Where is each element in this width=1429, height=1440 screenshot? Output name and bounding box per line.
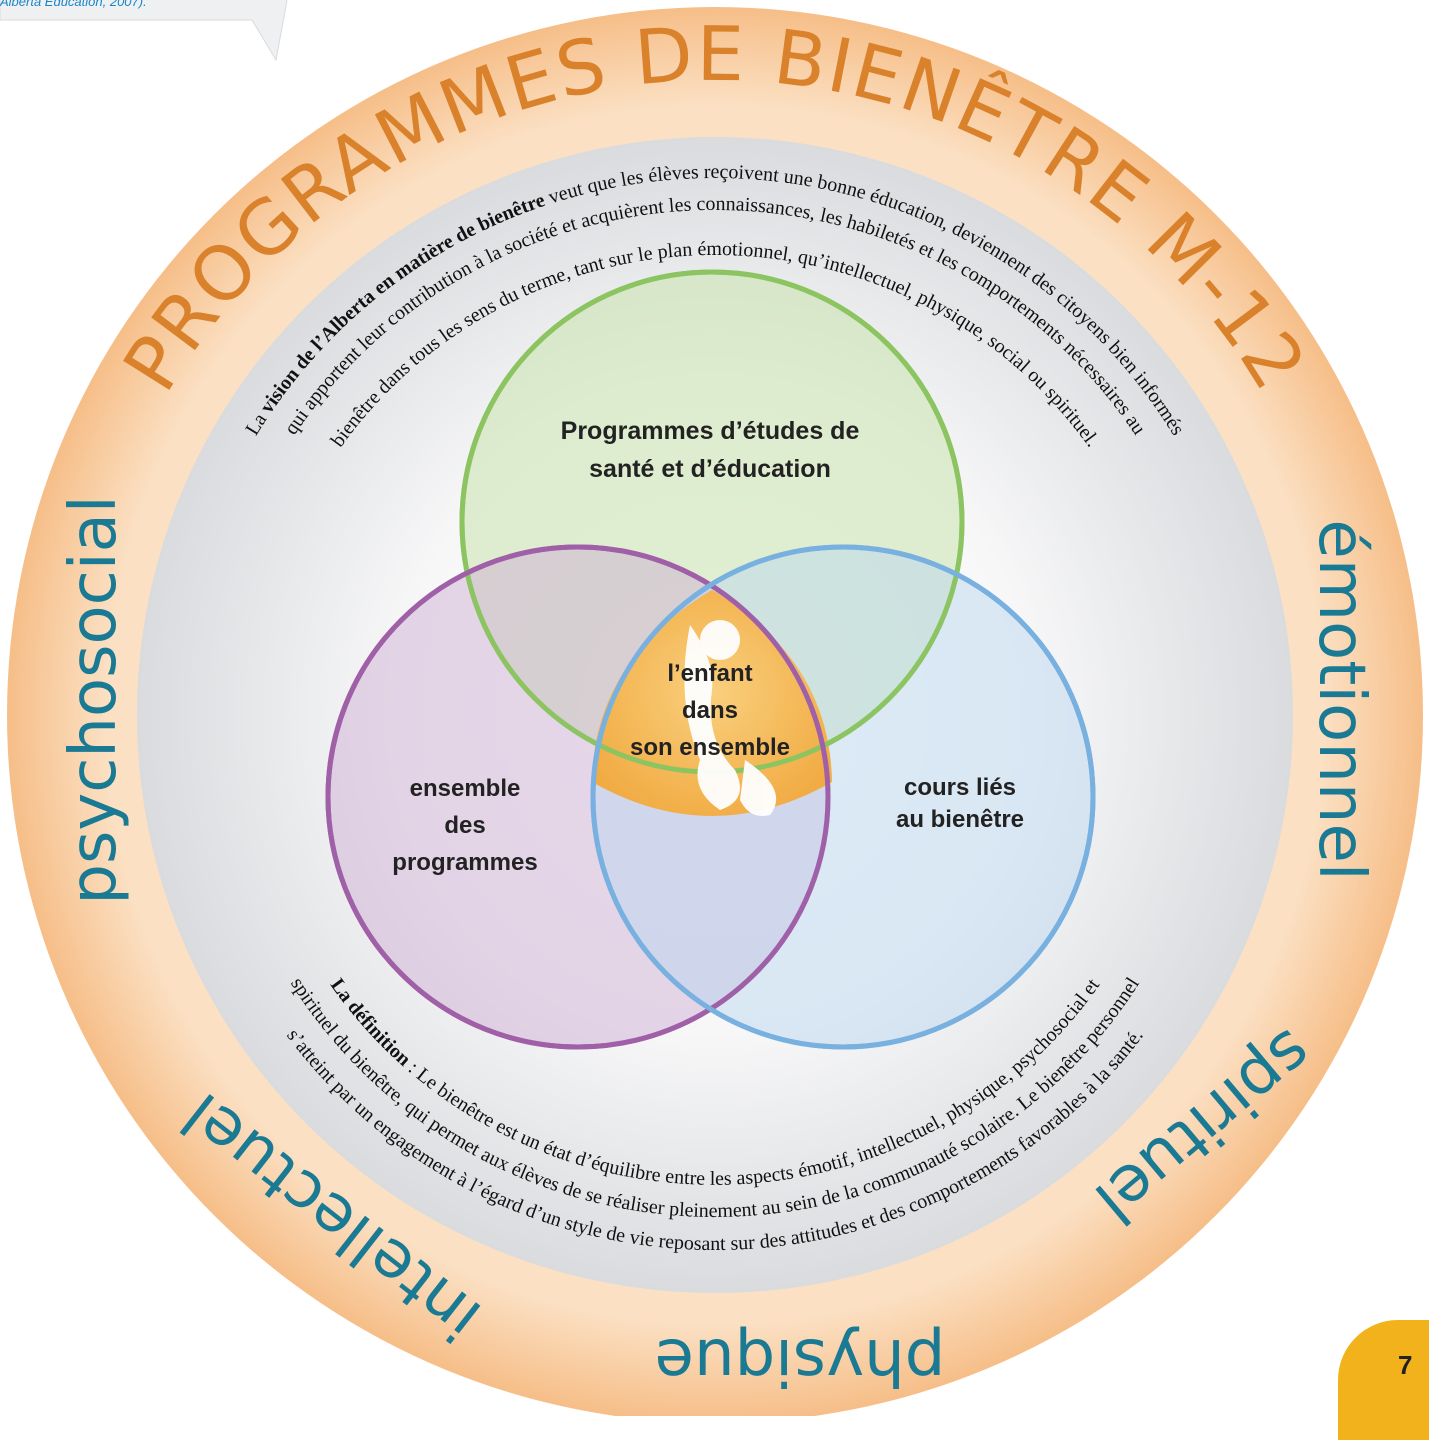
venn-label-line: programmes [392, 849, 538, 876]
venn-label-line: des [444, 812, 486, 839]
venn-label-line: santé et d’éducation [589, 455, 831, 483]
bubble-text: Alberta Education, 2007). [0, 0, 147, 9]
venn-label-wellness-courses: cours liés au bienêtre [840, 772, 1080, 836]
venn-label-health-education: Programmes d’études de santé et d’éducat… [470, 412, 950, 488]
child-figure-icon [684, 620, 777, 816]
venn-label-line: au bienêtre [895, 806, 1025, 833]
venn-label-line: cours liés [903, 774, 1017, 801]
venn-label-whole-child: l’enfant dans son ensemble [590, 655, 830, 766]
venn-center-region [592, 590, 832, 816]
venn-label-line: son ensemble [629, 734, 791, 761]
venn-label-line: l’enfant [667, 660, 753, 687]
venn-label-line: Programmes d’études de [560, 417, 860, 445]
page-number: 7 [1398, 1350, 1413, 1380]
dimension-physique: physique [655, 1324, 946, 1398]
dimension-psychosocial: psychosocial [57, 495, 131, 904]
venn-label-line: dans [681, 697, 738, 724]
venn-label-line: ensemble [409, 775, 521, 802]
dimension-emotionnel: émotionnel [1304, 519, 1378, 880]
venn-label-all-programs: ensemble des programmes [345, 770, 585, 881]
